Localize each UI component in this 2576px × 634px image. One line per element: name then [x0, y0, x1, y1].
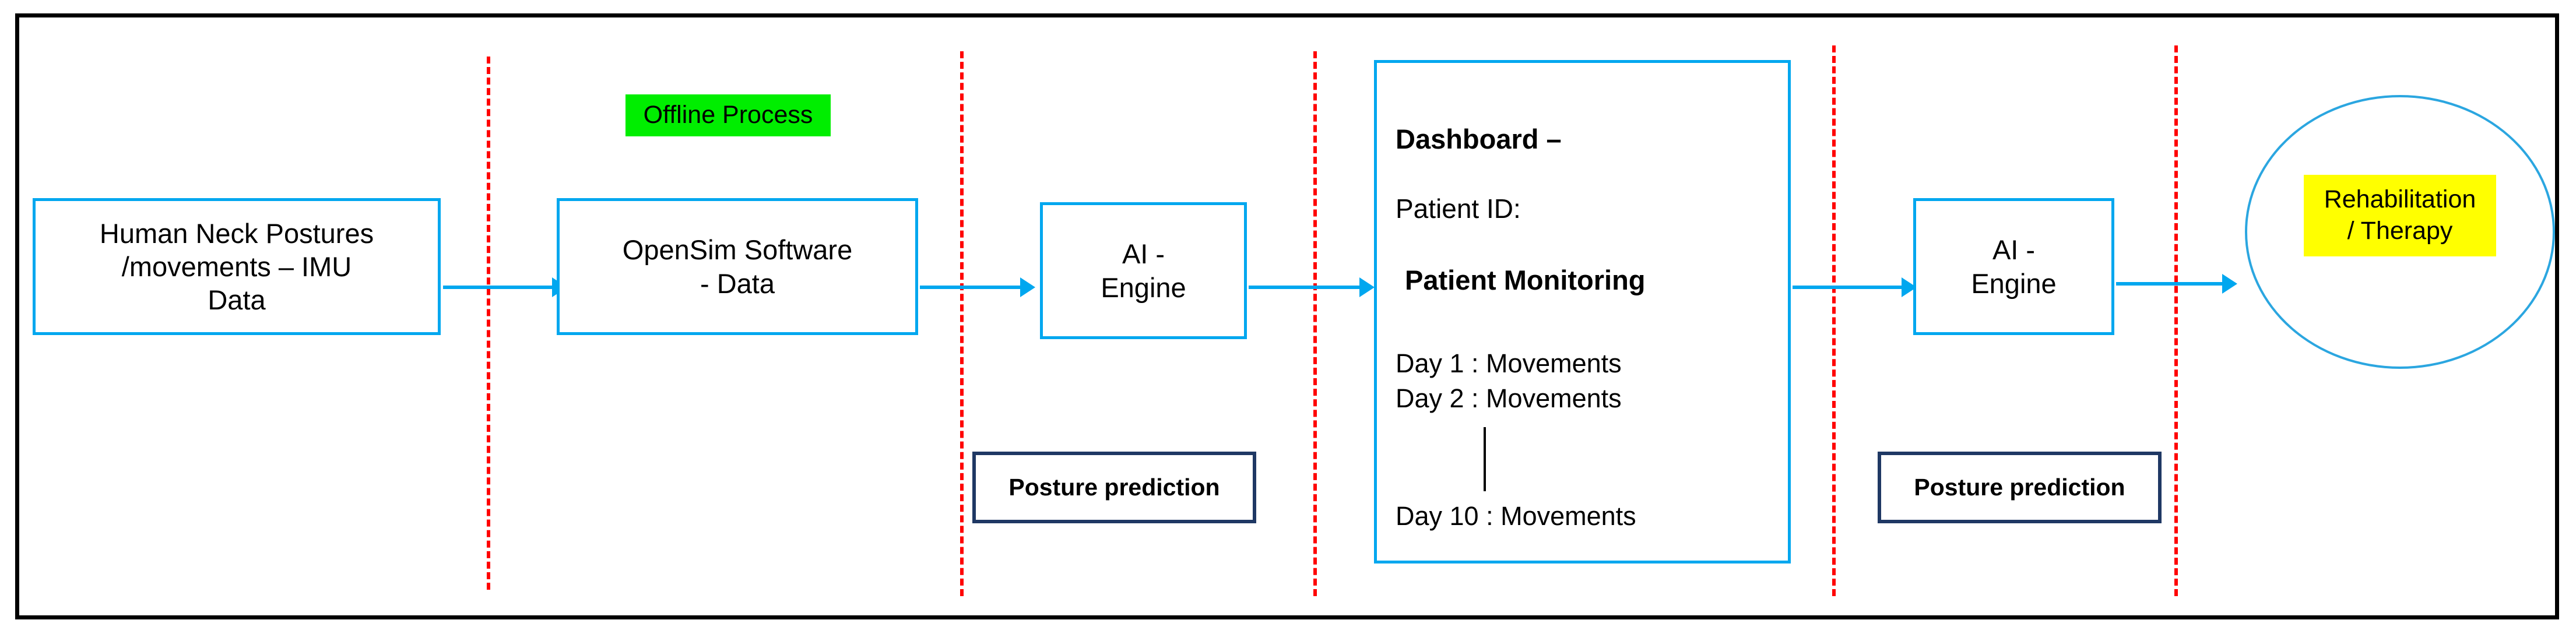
ai-engine-1-box[interactable]: AI - Engine	[1040, 202, 1247, 339]
opensim-box[interactable]: OpenSim Software - Data	[557, 198, 918, 335]
connector-input-to-opensim	[443, 286, 557, 289]
posture-prediction-box-1[interactable]: Posture prediction	[972, 452, 1256, 523]
offline-process-badge: Offline Process	[625, 94, 831, 136]
dashboard-row-day-10: Day 10 : Movements	[1396, 501, 1636, 531]
arrowhead-opensim-to-ai1	[1020, 277, 1035, 297]
stage-divider-4	[1832, 45, 1836, 596]
dashboard-row-day-1: Day 1 : Movements	[1396, 348, 1622, 378]
opensim-label-line1: OpenSim Software	[622, 234, 853, 266]
input-data-label-line1: Human Neck Postures	[99, 217, 374, 249]
ai-engine-1-label-line1: AI -	[1122, 238, 1165, 270]
opensim-label-line2: - Data	[700, 267, 775, 299]
rehabilitation-label-line1: Rehabilitation	[2324, 185, 2476, 214]
connector-opensim-to-ai1	[920, 286, 1025, 289]
stage-divider-3	[1313, 51, 1317, 596]
stage-divider-5	[2174, 45, 2178, 596]
diagram-outer-frame	[15, 13, 2559, 619]
dashboard-row-day-2: Day 2 : Movements	[1396, 383, 1622, 413]
stage-divider-2	[960, 51, 964, 596]
connector-dashboard-to-ai2	[1793, 286, 1906, 289]
dashboard-patient-id-label: Patient ID:	[1396, 193, 1521, 224]
rehabilitation-label-line2: / Therapy	[2347, 217, 2453, 245]
ai-engine-2-label-line2: Engine	[1971, 267, 2057, 299]
posture-prediction-label-1: Posture prediction	[1008, 474, 1220, 501]
dashboard-continuation-line	[1484, 427, 1486, 491]
arrowhead-ai2-to-outcome	[2222, 274, 2237, 294]
input-data-label-line2: /movements – IMU	[121, 251, 352, 282]
dashboard-panel[interactable]: Dashboard – Patient ID: Patient Monitori…	[1374, 60, 1791, 563]
ai-engine-1-label-line2: Engine	[1101, 272, 1186, 303]
offline-process-label: Offline Process	[643, 101, 813, 129]
arrowhead-ai1-to-dashboard	[1359, 277, 1375, 297]
rehabilitation-therapy-chip: Rehabilitation / Therapy	[2304, 175, 2496, 256]
connector-ai1-to-dashboard	[1249, 286, 1365, 289]
input-data-box[interactable]: Human Neck Postures /movements – IMU Dat…	[33, 198, 441, 335]
ai-engine-2-box[interactable]: AI - Engine	[1913, 198, 2114, 335]
connector-ai2-to-outcome	[2116, 282, 2227, 286]
ai-engine-2-label-line1: AI -	[1992, 234, 2036, 266]
posture-prediction-box-2[interactable]: Posture prediction	[1878, 452, 2162, 523]
posture-prediction-label-2: Posture prediction	[1914, 474, 2125, 501]
dashboard-section-title: Patient Monitoring	[1405, 265, 1646, 295]
dashboard-title: Dashboard –	[1396, 124, 1562, 154]
stage-divider-1	[487, 57, 490, 590]
input-data-label-line3: Data	[208, 284, 266, 316]
rehabilitation-ellipse[interactable]	[2245, 95, 2555, 369]
